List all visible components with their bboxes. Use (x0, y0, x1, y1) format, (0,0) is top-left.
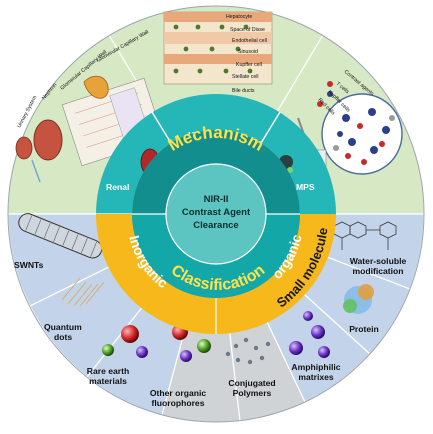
label-protein: Protein (349, 324, 379, 334)
center-line-3: Clearance (193, 220, 238, 231)
label-other-organic-line2: fluorophores (152, 398, 205, 408)
label-quantum-dots-line1: Quantum (44, 322, 82, 332)
label-amphiphilic-line2: matrixes (298, 372, 334, 382)
tab-mps: MPS (296, 182, 315, 192)
label-conjugated-line1: Conjugated (228, 378, 275, 388)
quantum-dots-illustration (61, 277, 105, 307)
label-swnts: SWNTs (14, 260, 44, 270)
liver-label-kupffer: Kupffer cell (236, 62, 262, 68)
label-conjugated-line2: Polymers (233, 388, 272, 398)
label-water-soluble-line2: modification (352, 266, 403, 276)
classification-band (96, 214, 336, 334)
liver-label-endothelial: Endothelial cell (232, 38, 267, 44)
liver-label-bile-ducts: Bile ducts (232, 88, 255, 94)
conjugated-illustration (225, 337, 271, 365)
liver-label-stellate: Stellate cell (232, 74, 259, 80)
liver-illustration: Hepatocyte Space of Disse Endothelial ce… (163, 11, 273, 118)
liver-label-sinusoid: Sinusoid (238, 49, 258, 55)
rare-earth-illustration (102, 325, 148, 358)
kidney-icon (33, 119, 63, 161)
liver-label-space-of-disse: Space of Disse (230, 27, 265, 33)
center-line-2: Contrast Agent (182, 207, 251, 218)
label-rare-earth-line2: materials (89, 376, 127, 386)
label-amphiphilic-line1: Amphiphilic (291, 362, 340, 372)
protein-illustration (343, 284, 374, 314)
label-quantum-dots-line2: dots (54, 332, 72, 342)
tab-renal: Renal (106, 182, 129, 192)
label-other-organic-line1: Other organic (150, 388, 207, 398)
center-line-1: NIR-II (204, 194, 229, 205)
liver-label-hepatocyte: Hepatocyte (226, 14, 252, 20)
center-title: NIR-II Contrast Agent Clearance (182, 194, 251, 231)
swnt-illustration (18, 213, 103, 259)
inner-ring (132, 130, 300, 298)
label-water-soluble-line1: Water-soluble (350, 256, 407, 266)
label-rare-earth-line1: Rare earth (87, 366, 130, 376)
amphiphilic-illustration (289, 311, 330, 358)
nephron-icon (83, 75, 109, 99)
